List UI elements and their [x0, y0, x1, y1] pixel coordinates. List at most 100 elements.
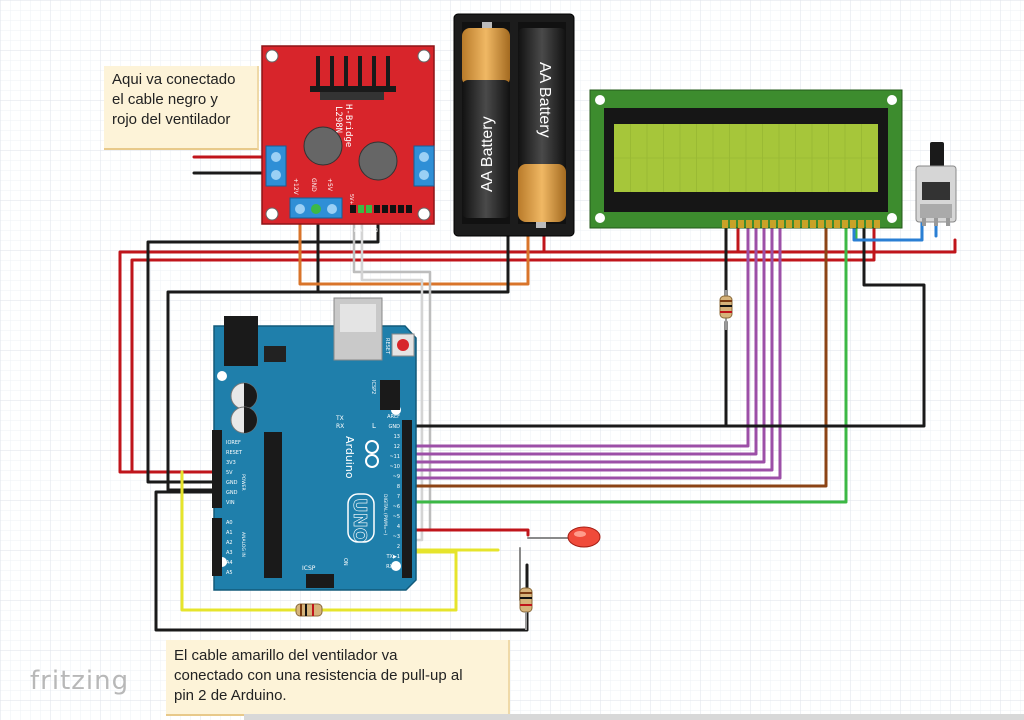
- battery-cell-1-label: AA Battery: [479, 116, 496, 192]
- lcd-pins: [722, 220, 880, 228]
- terminal-left: [265, 145, 287, 187]
- pin-label-digital_pins-7: 8: [397, 484, 400, 490]
- terminal-right: [413, 145, 435, 187]
- pin-label-digital_pins-15: RX◀0: [386, 564, 400, 570]
- pin-label-digital_pins-14: TX▶1: [385, 554, 400, 560]
- analog-header-label: ANALOG IN: [240, 532, 246, 557]
- analog-header: [212, 518, 222, 576]
- wire-purple-d10: [406, 226, 774, 472]
- wire-green-d7: [406, 226, 848, 504]
- pin-label-analog_pins-1: A1: [226, 530, 233, 536]
- pin-label-digital_pins-6: ~9: [393, 474, 400, 480]
- battery-cell-2: [518, 164, 566, 222]
- pin-label-analog_pins-3: A3: [226, 550, 233, 556]
- annotation-fan-signal-line-1: El cable amarillo del ventilador va: [174, 647, 398, 664]
- pin-label-analog_pins-4: A4: [226, 560, 233, 566]
- resistor-lcd[interactable]: [719, 290, 733, 330]
- pin-label-digital_pins-13: 2: [397, 544, 400, 550]
- resistor-led[interactable]: [519, 587, 533, 630]
- digital-header: [402, 420, 412, 578]
- arduino-brand: Arduino: [343, 436, 356, 479]
- pin-label-power_pins-3: 5V: [226, 470, 233, 476]
- pin-label-power_pins-5: GND: [226, 490, 238, 496]
- arduino-infinity-logo: [365, 440, 379, 468]
- potentiometer[interactable]: [915, 142, 957, 226]
- wire-gray-signal-2: [360, 211, 424, 542]
- annotation-fan-power-line-3: rojo del ventilador: [112, 111, 231, 128]
- arduino-uno[interactable]: RESET ICSP2 L TX RX Arduino UNO ON ICSP …: [212, 297, 417, 591]
- pin-label-digital_pins-2: 13: [394, 434, 400, 440]
- hbridge-pin-12v: +12V: [292, 178, 299, 196]
- pin-label-analog_pins-2: A2: [226, 540, 233, 546]
- hbridge-chip-label: L298N: [333, 106, 343, 133]
- hbridge-subtitle: H-Bridge: [343, 104, 353, 147]
- pin-label-analog_pins-0: A0: [226, 520, 233, 526]
- annotation-fan-signal-line-2: conectado con una resistencia de pull-up…: [174, 667, 463, 684]
- pin-label-digital_pins-11: 4: [397, 524, 400, 530]
- heatsink: [310, 56, 396, 100]
- resistor-pullup[interactable]: [295, 603, 323, 617]
- annotation-fan-power-line-1: Aqui va conectado: [112, 71, 236, 88]
- wire-yellow-5v: [180, 470, 298, 612]
- pin-label-power_pins-4: GND: [226, 480, 238, 486]
- hbridge-pin-5v: +5V: [326, 178, 333, 192]
- reset-label: RESET: [384, 338, 390, 355]
- pin-label-digital_pins-3: 12: [394, 444, 400, 450]
- power-header-label: POWER: [240, 474, 246, 491]
- pin-label-power_pins-6: VIN: [226, 500, 235, 506]
- atmega-chip: [264, 432, 282, 578]
- hbridge-header-pins: [350, 205, 412, 213]
- battery-cell-2-label: AA Battery: [536, 62, 553, 138]
- battery-holder[interactable]: AA Battery AA Battery: [453, 13, 575, 237]
- pin-label-digital_pins-9: ~6: [393, 504, 400, 510]
- digital-header-label: DIGITAL (PWM=~): [382, 494, 388, 535]
- pin-label-digital_pins-8: 7: [397, 494, 400, 500]
- hbridge-header-5v: 5V+: [348, 194, 354, 205]
- hbridge-module[interactable]: L298N H-Bridge +12V GND +5V 5V+ ENA IN1 …: [261, 45, 435, 233]
- pin-label-digital_pins-4: ~11: [389, 454, 400, 460]
- annotation-fan-power-line-2: el cable negro y: [112, 91, 218, 108]
- lcd-display[interactable]: [589, 89, 903, 229]
- power-header: [212, 430, 222, 508]
- hbridge-header-labels: ENA IN1 IN2 IN3 IN4 ENB: [354, 228, 404, 233]
- wire-battery-orange: [298, 210, 530, 286]
- wire-black-gnd-1: [146, 211, 380, 484]
- pin-label-analog_pins-5: A5: [226, 570, 233, 576]
- horizontal-scrollbar[interactable]: [244, 714, 1024, 720]
- lcd-char-grid: [614, 124, 878, 192]
- annotation-fan-power: Aqui va conectado el cable negro y rojo …: [104, 66, 259, 150]
- wire-yellow-pullup: [320, 550, 458, 612]
- wires: [118, 155, 957, 632]
- battery-cell-1: [462, 28, 510, 86]
- wire-red-5v-2: [130, 226, 876, 474]
- wire-battery-black: [316, 230, 510, 294]
- wire-purple-d12: [406, 226, 758, 456]
- arduino-model: UNO: [349, 498, 370, 543]
- wire-black-lcd-gnd: [406, 226, 926, 428]
- wire-purple-d11: [406, 226, 766, 464]
- pin-label-power_pins-2: 3V3: [226, 460, 236, 466]
- annotation-fan-signal-line-3: pin 2 de Arduino.: [174, 687, 287, 704]
- icsp-label: ICSP: [302, 565, 316, 572]
- pin-label-digital_pins-10: ~5: [393, 514, 400, 520]
- wire-brown-d8: [406, 226, 828, 488]
- led-label-rx: RX: [336, 423, 344, 430]
- wire-blue-pot-1: [852, 220, 924, 242]
- led-label-l: L: [372, 422, 376, 430]
- wire-black-gnd-2: [166, 210, 320, 492]
- wire-purple-d13: [406, 226, 750, 448]
- pin-label-digital_pins-0: AREF: [387, 414, 400, 420]
- pin-label-digital_pins-5: ~10: [389, 464, 400, 470]
- led-red[interactable]: [567, 526, 601, 548]
- icsp2-label: ICSP2: [370, 380, 376, 394]
- wire-red-led: [406, 528, 530, 537]
- power-jack: [224, 316, 258, 366]
- capacitor-1: [303, 126, 343, 166]
- hbridge-pin-gnd: GND: [310, 178, 317, 192]
- wire-purple-d9: [406, 226, 782, 480]
- pin-label-digital_pins-1: GND: [389, 424, 401, 430]
